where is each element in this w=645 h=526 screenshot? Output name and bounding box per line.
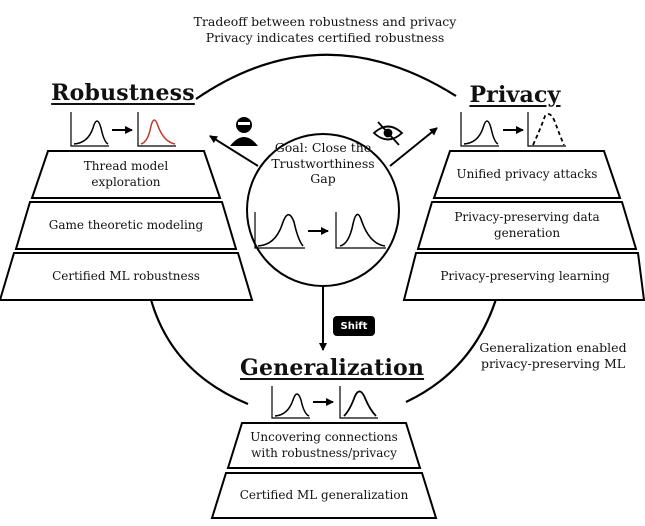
generalization-item-2: Certified ML generalization <box>218 473 430 518</box>
privacy-plot-after <box>527 112 566 147</box>
privacy-item-1-label: Unified privacy attacks <box>456 166 598 181</box>
goal-line2: Trustworthiness Gap <box>271 155 375 187</box>
privacy-item-3: Privacy-preserving learning <box>410 253 640 300</box>
shift-key-icon: Shift <box>333 316 375 336</box>
robustness-item-1-line2: exploration <box>91 174 161 189</box>
robustness-plot-after <box>137 112 176 147</box>
robustness-item-2-label: Game theoretic modeling <box>48 217 204 232</box>
arrow-to-robustness <box>209 135 259 167</box>
privacy-item-3-label: Privacy-preserving learning <box>440 268 610 283</box>
privacy-box-3 <box>402 252 645 301</box>
generalization-item-1-line1: Uncovering connections <box>250 429 398 444</box>
arrow-to-privacy <box>389 127 438 167</box>
robustness-item-1-line1: Thread model <box>83 158 169 173</box>
right-caption-line1: Generalization enabled <box>479 340 627 355</box>
generalization-plot-after <box>339 386 378 419</box>
hacker-icon <box>230 117 258 146</box>
eye-slash-icon <box>372 121 404 146</box>
cycle-arc-right <box>405 295 499 403</box>
generalization-box-1 <box>226 422 422 469</box>
robustness-box-3 <box>0 252 254 301</box>
privacy-item-2-line2: generation <box>493 225 561 240</box>
privacy-box-1 <box>432 150 622 199</box>
goal-plot-after <box>335 212 386 249</box>
robustness-item-3: Certified ML robustness <box>8 253 244 300</box>
robustness-item-2: Game theoretic modeling <box>24 202 228 249</box>
privacy-item-2-line1: Privacy-preserving data <box>454 209 600 224</box>
generalization-box-2 <box>210 472 438 519</box>
right-caption-line2: privacy-preserving ML <box>480 355 626 371</box>
cycle-arc-top <box>195 53 457 100</box>
top-caption: Tradeoff between robustness and privacy … <box>160 14 490 45</box>
goal-text: Goal: Close the Trustworthiness Gap <box>258 140 388 187</box>
privacy-heading: Privacy <box>469 82 561 108</box>
robustness-item-3-label: Certified ML robustness <box>52 268 200 283</box>
privacy-box-2 <box>416 201 638 250</box>
generalization-item-1-line2: with robustness/privacy <box>251 445 397 460</box>
generalization-plot-before <box>271 386 310 419</box>
robustness-heading: Robustness <box>51 80 195 106</box>
goal-plot-before <box>254 212 305 249</box>
robustness-box-1 <box>30 150 222 199</box>
shift-label: Shift <box>340 320 368 332</box>
generalization-heading: Generalization <box>240 355 425 381</box>
generalization-item-2-label: Certified ML generalization <box>239 487 409 502</box>
cycle-arc-left <box>148 295 249 406</box>
goal-line1: Goal: Close the <box>274 140 372 155</box>
top-caption-line2: Privacy indicates certified robustness <box>205 29 445 45</box>
robustness-plot-before <box>70 112 109 147</box>
right-caption: Generalization enabled privacy-preservin… <box>468 340 638 371</box>
privacy-plot-before <box>460 112 499 147</box>
robustness-box-2 <box>14 201 238 250</box>
privacy-item-1: Unified privacy attacks <box>442 151 612 198</box>
top-caption-line1: Tradeoff between robustness and privacy <box>193 14 457 29</box>
